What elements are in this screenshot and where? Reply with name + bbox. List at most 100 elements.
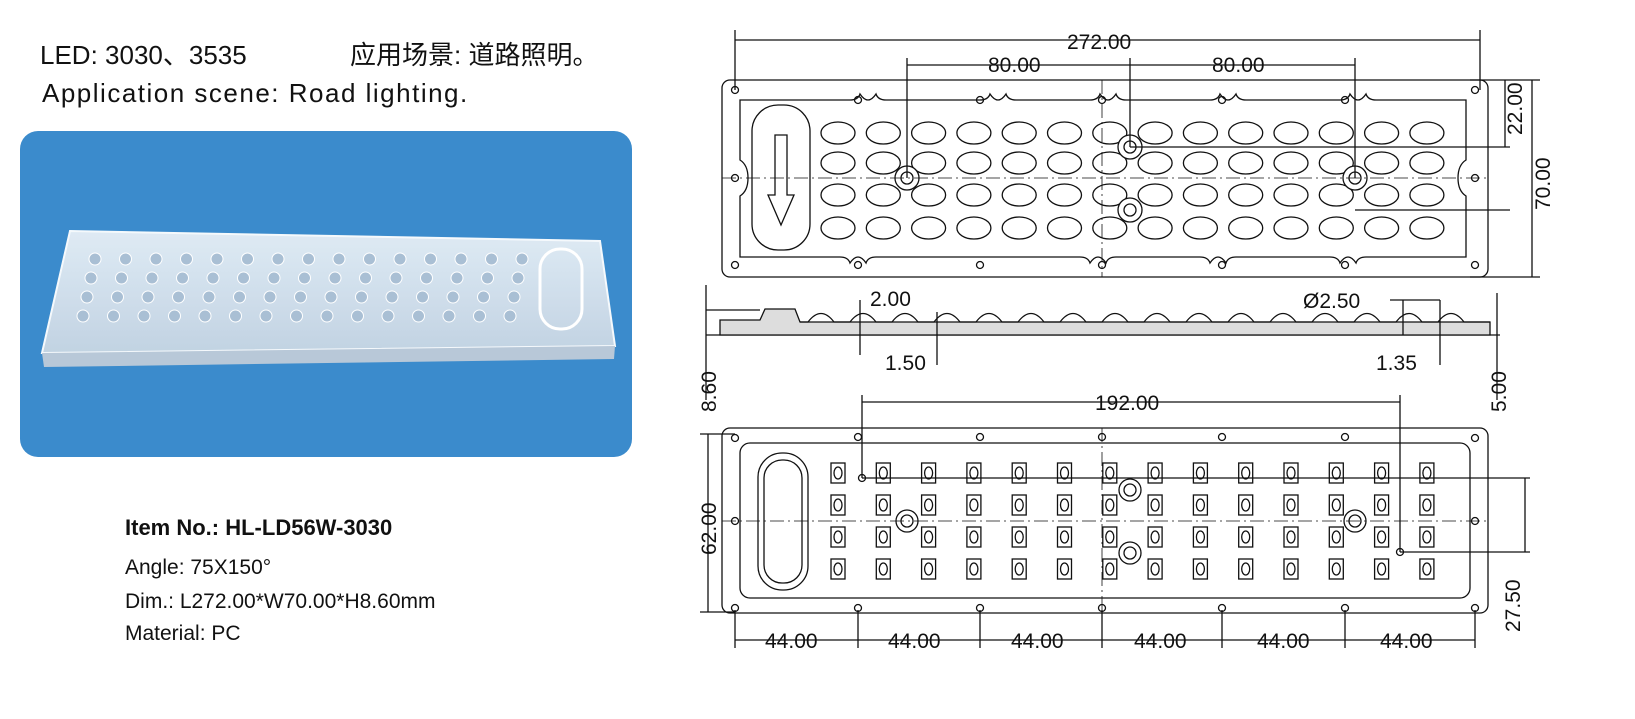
mount-hole [1217,95,1227,105]
lens-oval [1092,216,1128,240]
spec-angle: Angle: 75X150° [125,556,272,579]
mount-hole [853,95,863,105]
led-pad-hole [1376,466,1387,480]
dim-hole-pitch: 44.00 [888,630,941,653]
led-pad [1328,462,1344,484]
mount-hole [730,433,740,443]
spec-material: Material: PC [125,622,241,645]
led-pad-hole [1150,466,1160,480]
led-pad [1419,558,1435,580]
led-pad [875,558,891,580]
lens-oval [956,216,992,240]
dim-hole-diameter: Ø2.50 [1303,290,1360,313]
lens-oval [956,151,992,175]
led-pad-hole [1150,498,1160,512]
led-pad-hole [878,466,888,480]
mount-hole [1470,260,1480,270]
dim-span: 192.00 [1095,392,1159,415]
lens-oval [1318,151,1354,175]
led-pad [830,494,846,516]
led-pad [1283,462,1299,484]
led-pad-hole [1014,466,1024,480]
lens-oval [1273,151,1309,175]
lens-oval [1182,216,1219,240]
dim-hole-pitch: 44.00 [1134,630,1187,653]
led-pad [1373,494,1390,516]
photo-lens-dot [137,309,151,323]
photo-lens-dot [424,252,437,266]
photo-lens-dot [328,271,342,285]
lens-oval [910,151,947,175]
lens-oval [1182,183,1219,207]
led-pad-hole [1059,530,1070,544]
lens-oval [1363,216,1400,240]
led-pad [1283,558,1299,580]
dim-inner-width: 62.00 [698,502,721,555]
lens-oval [1001,216,1037,240]
lens-oval [1409,183,1445,207]
led-pad [1192,462,1209,484]
led-pad-hole [1195,530,1206,544]
mount-hole [1340,432,1350,442]
photo-lens-dot [294,290,307,304]
photo-lens-dot [385,290,399,304]
led-pad [1056,462,1073,484]
led-pad-hole [833,562,843,576]
dim-offset-22: 22.00 [1504,82,1527,135]
photo-lens-dot [237,271,250,285]
led-pad-hole [1376,562,1387,576]
photo-lens-dot [477,290,490,304]
lens-oval [820,151,856,175]
led-pad [1373,526,1390,548]
photo-lens-dot [412,309,425,323]
led-pad-hole [1376,498,1387,512]
led-pad-hole [1150,530,1160,544]
photo-lens-dot [420,271,433,285]
lens-oval [1273,216,1309,240]
photo-lens-dot [149,252,163,266]
led-pad-hole [878,562,888,576]
dim-lens-height: 5.00 [1488,371,1511,412]
led-pad-hole [923,498,934,512]
photo-lens-dot [351,309,364,323]
lens-oval [1046,216,1083,240]
photo-lens-dot [481,271,494,285]
lens-oval [1001,151,1037,175]
led-pad-hole [1422,530,1432,544]
led-pad [1011,526,1027,548]
dim-height: 8.60 [698,371,721,412]
photo-lens-dot [233,290,246,304]
led-pad [1011,494,1027,516]
led-pad-hole [1059,498,1070,512]
lens-oval [1092,151,1128,175]
led-pad [1102,558,1118,580]
dim-offset-27: 27.50 [1502,579,1525,632]
product-photo [20,131,632,457]
lens-oval [820,216,856,240]
lens-oval [1409,216,1445,240]
led-pad [1419,462,1435,484]
photo-lens-dot [202,290,216,304]
screw-boss [1117,197,1143,223]
photo-lens-dot [259,309,273,323]
led-pad-hole [1059,562,1070,576]
led-pad [875,462,891,484]
dim-wall: 2.00 [870,288,911,311]
led-pad [1147,558,1163,580]
photo-lens-dot [141,290,155,304]
led-pad-hole [1105,530,1115,544]
led-pad-hole [878,530,888,544]
dim-width: 70.00 [1532,157,1555,210]
lens-oval [1182,151,1219,175]
led-pad-hole [1331,530,1341,544]
photo-lens-dot [111,290,124,304]
led-pad [1011,558,1027,580]
lens-oval [1409,151,1445,175]
lens-oval [1228,216,1264,240]
mount-hole [1217,260,1227,270]
mount-hole [975,260,985,270]
lens-oval [865,183,901,207]
photo-lens-dot [271,252,285,266]
mount-hole [853,260,863,270]
led-pad-hole [1286,530,1296,544]
